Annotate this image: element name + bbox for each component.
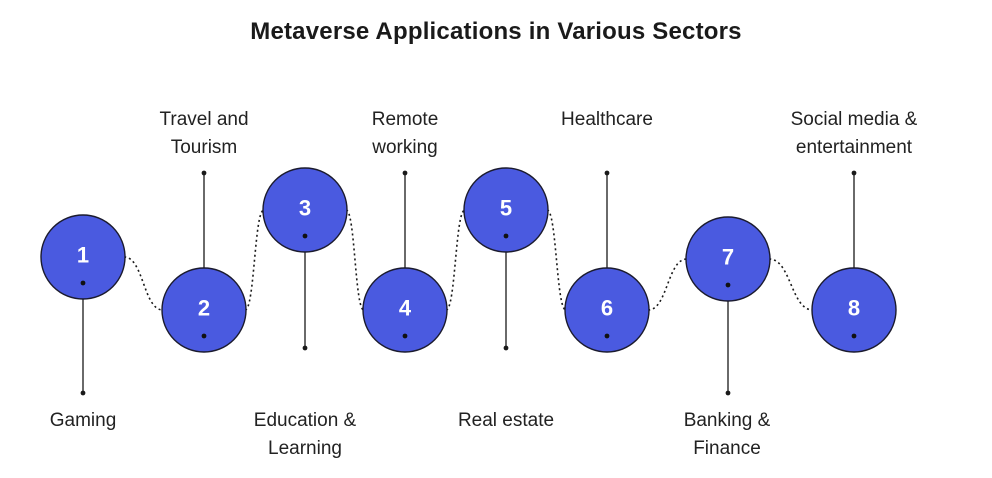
connector-line — [244, 209, 265, 311]
node-number: 1 — [77, 243, 89, 268]
sector-node: 4 — [362, 267, 448, 353]
sector-node: 8 — [811, 267, 897, 353]
sector-node: 1 — [40, 214, 126, 300]
node-number: 7 — [722, 245, 734, 270]
dotted-connectors — [123, 209, 813, 311]
node-number: 3 — [299, 196, 311, 221]
label-social-media-entertainment: Social media & entertainment — [790, 109, 918, 158]
label-education-learning: Education & Learning — [253, 410, 357, 459]
sector-node: 7 — [685, 216, 771, 302]
stem-end-dot — [402, 170, 408, 176]
connector-line — [445, 209, 466, 311]
connector-line — [546, 209, 567, 311]
node-pin — [604, 333, 610, 339]
node-circle — [463, 167, 549, 253]
node-number: 4 — [399, 296, 412, 321]
node-pin — [201, 333, 207, 339]
node-number: 8 — [848, 296, 860, 321]
label-gaming: Gaming — [49, 410, 117, 431]
sector-node: 3 — [262, 167, 348, 253]
stem-end-dot — [80, 390, 86, 396]
node-circle — [811, 267, 897, 353]
sector-nodes: 1 2 3 4 5 6 7 8 — [40, 167, 897, 353]
node-number: 6 — [601, 296, 613, 321]
sector-node: 2 — [161, 267, 247, 353]
label-real-estate: Real estate — [457, 410, 555, 431]
connector-line — [345, 209, 365, 311]
sector-node: 5 — [463, 167, 549, 253]
label-banking-finance: Banking & Finance — [683, 410, 771, 459]
node-circle — [564, 267, 650, 353]
stem-end-dot — [851, 170, 857, 176]
node-circle — [161, 267, 247, 353]
connector-line — [648, 258, 687, 311]
connector-line — [123, 256, 164, 311]
label-travel-tourism: Travel and Tourism — [159, 109, 249, 158]
node-pin — [725, 282, 731, 288]
node-pin — [851, 333, 857, 339]
label-healthcare: Healthcare — [561, 109, 653, 130]
node-pin — [302, 233, 308, 239]
stem-end-dot — [604, 170, 610, 176]
stem-end-dot — [503, 345, 509, 351]
sector-node: 6 — [564, 267, 650, 353]
node-circle — [40, 214, 126, 300]
node-circle — [685, 216, 771, 302]
label-remote-working: Remote working — [371, 109, 439, 158]
node-number: 2 — [198, 296, 210, 321]
stem-end-dot — [302, 345, 308, 351]
diagram-title: Metaverse Applications in Various Sector… — [250, 18, 742, 45]
stem-end-dot — [201, 170, 207, 176]
stem-end-dot — [725, 390, 731, 396]
node-circle — [362, 267, 448, 353]
node-pin — [402, 333, 408, 339]
connector-line — [769, 258, 813, 311]
node-circle — [262, 167, 348, 253]
node-pin — [503, 233, 509, 239]
node-pin — [80, 280, 86, 286]
node-number: 5 — [500, 196, 512, 221]
